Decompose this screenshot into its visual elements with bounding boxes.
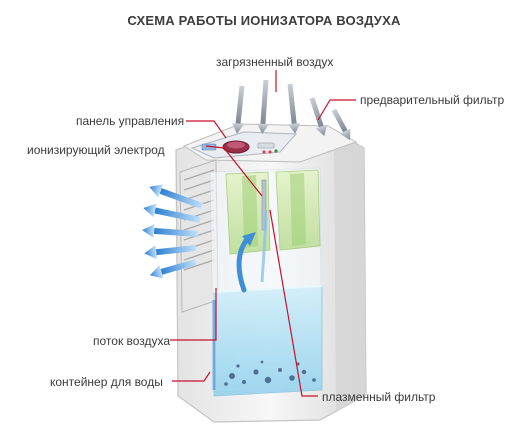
label-ionizing-electrode: ионизирующий электрод [27, 143, 165, 157]
leader-pre-filter [317, 99, 356, 121]
leader-water-container [172, 371, 211, 382]
leader-ionizing-electrode [205, 145, 263, 197]
leader-lines [170, 70, 356, 397]
label-air-flow: поток воздуха [93, 334, 171, 348]
label-plasma-filter: плазменный фильтр [322, 390, 436, 404]
leader-plasma-filter [269, 209, 318, 397]
control-panel [190, 131, 298, 159]
air-flow-arrows [212, 209, 268, 390]
polluted-air-arrows [232, 79, 351, 141]
label-polluted-air: загрязненный воздух [216, 55, 334, 69]
label-control-panel: панель управления [76, 114, 185, 128]
water-container [213, 285, 323, 397]
diagram-title: СХЕМА РАБОТЫ ИОНИЗАТОРА ВОЗДУХА [127, 13, 401, 28]
leader-control-panel [186, 120, 227, 139]
label-water-container: контейнер для воды [50, 375, 163, 389]
label-pre-filter: предварительный фильтр [360, 93, 505, 107]
leader-air-flow [170, 288, 217, 341]
clean-air-output-arrows [142, 184, 204, 279]
